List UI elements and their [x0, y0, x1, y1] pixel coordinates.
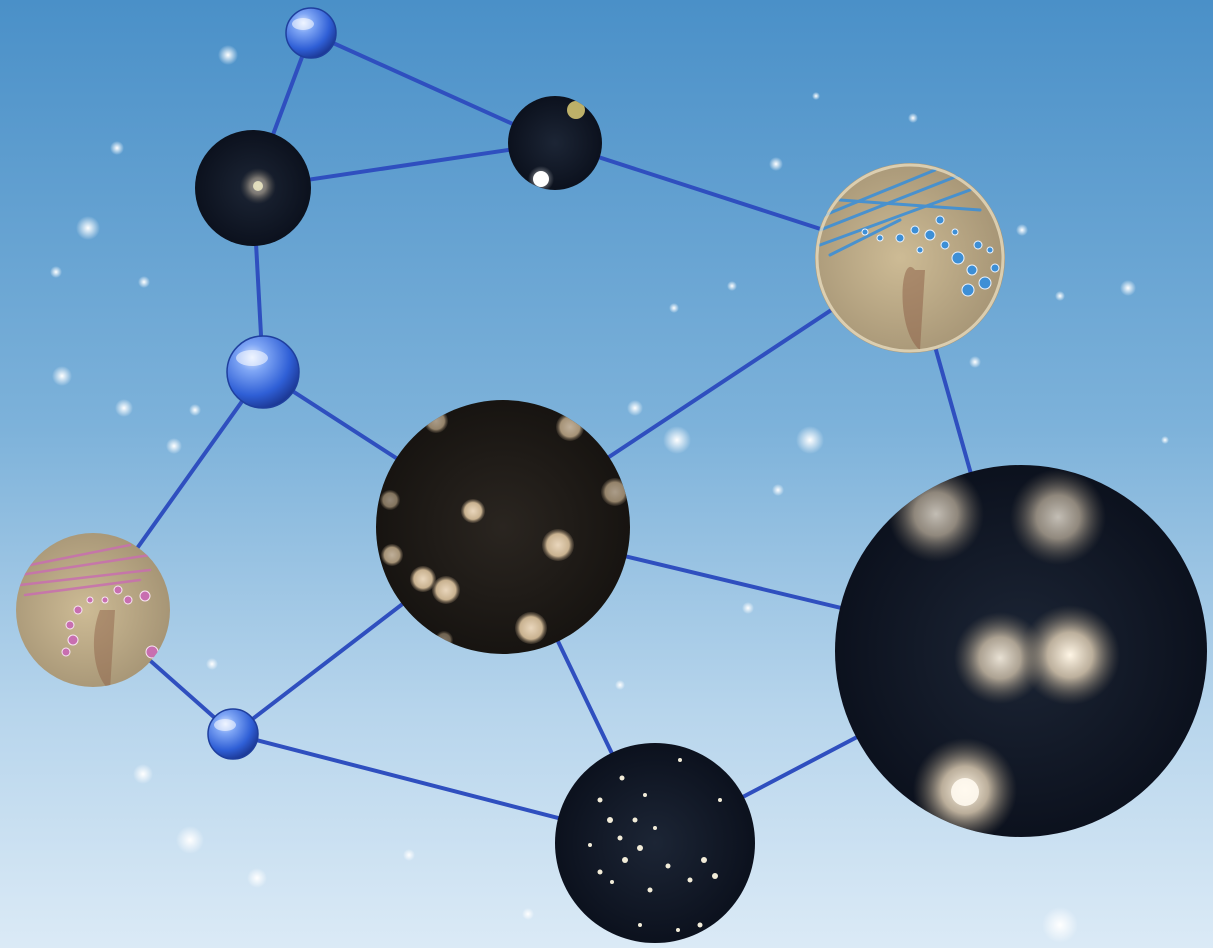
small-blue-sphere-bottom — [207, 708, 259, 760]
sparkles — [50, 45, 1169, 943]
small-blue-sphere-top — [285, 7, 337, 59]
tan-dish-pink-colonies — [16, 533, 170, 687]
dark-dish-tan-colonies — [376, 400, 630, 654]
tan-dish-blue-colonies — [815, 163, 1005, 353]
dark-dish-faint-colony — [195, 130, 311, 246]
dark-dish-two-bright-colonies — [508, 96, 602, 190]
large-dark-dish-fuzzy-colonies — [835, 465, 1207, 837]
dark-dish-tiny-colonies — [555, 743, 755, 943]
large-blue-sphere — [226, 335, 300, 409]
